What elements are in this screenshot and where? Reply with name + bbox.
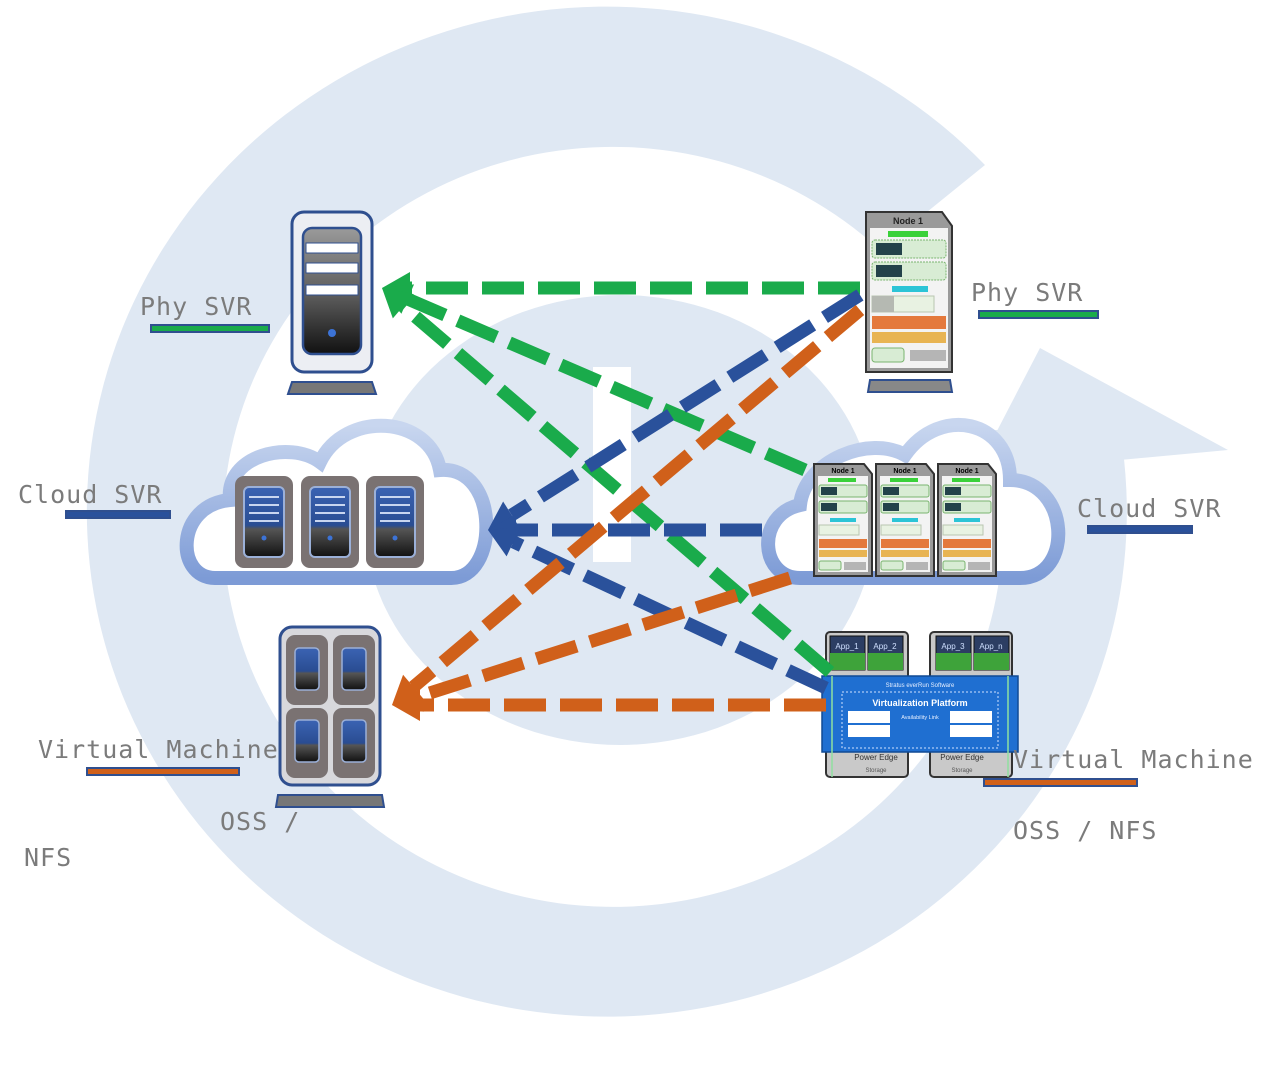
phy-legend-bar: [150, 324, 270, 333]
storage-label: Storage: [865, 768, 887, 774]
host-label: Power Edge: [854, 753, 898, 762]
cloud-legend-bar: [1087, 525, 1193, 534]
link-vm-right-phy-to-left-vm: [409, 305, 865, 692]
link-phy-right-cloud-to-left-phy: [405, 293, 808, 476]
right-phy-node-icon[interactable]: Node 1: [865, 211, 954, 393]
left-cloud-label: Cloud SVR: [18, 480, 163, 509]
left-vm-host-icon[interactable]: [274, 625, 386, 808]
cloud-legend-bar: [65, 510, 171, 519]
host-label: Power Edge: [940, 753, 984, 762]
link-cloud-right-phy-to-left-cloud: [508, 289, 864, 521]
right-storage-label: OSS / NFS: [1013, 816, 1158, 845]
node-title: Node 1: [831, 468, 854, 475]
node-title: Node 1: [955, 468, 978, 475]
vm-legend-bar: [983, 778, 1138, 787]
left-phy-server-icon[interactable]: [286, 210, 378, 395]
storage-label: Storage: [951, 768, 973, 774]
right-phy-label: Phy SVR: [971, 278, 1084, 307]
arrowhead-icon: [392, 689, 420, 721]
app-label: App_1: [835, 642, 859, 651]
link-phy-right-vm-to-left-phy: [399, 301, 835, 677]
cloud-server-3: [366, 476, 424, 568]
cloud-node-card: Node 1: [813, 463, 873, 577]
software-label: Stratus everRun Software: [886, 683, 955, 689]
node-title: Node 1: [893, 468, 916, 475]
cloud-node-card: Node 1: [937, 463, 997, 577]
left-cloud-server-icon[interactable]: [179, 418, 494, 586]
arrowhead-icon: [488, 527, 521, 557]
replication-links: [382, 272, 865, 721]
left-storage-label-2: NFS: [24, 843, 73, 872]
right-cloud-node-icon[interactable]: Node 1 Node 1 Node 1: [761, 417, 1066, 585]
left-storage-label-1: OSS /: [220, 807, 301, 836]
link-vm-right-cloud-to-left-vm: [416, 571, 792, 703]
platform-label: Virtualization Platform: [872, 698, 967, 708]
availability-link-label: Availability Link: [901, 715, 939, 721]
left-phy-label: Phy SVR: [140, 292, 253, 321]
phy-legend-bar: [978, 310, 1099, 319]
right-vm-platform-icon[interactable]: App_1 App_2 App_3 App_n Stratus everRun …: [821, 631, 1019, 778]
app-label: App_2: [873, 642, 897, 651]
node-title: Node 1: [893, 216, 923, 226]
cloud-node-card: Node 1: [875, 463, 935, 577]
vm-legend-bar: [86, 767, 240, 776]
left-vm-label: Virtual Machine: [38, 735, 279, 764]
right-vm-label: Virtual Machine: [1013, 745, 1254, 774]
app-label: App_3: [941, 642, 965, 651]
cloud-server-1: [235, 476, 293, 568]
arrowhead-icon: [382, 288, 414, 319]
app-label: App_n: [979, 642, 1002, 651]
right-cloud-label: Cloud SVR: [1077, 494, 1222, 523]
cloud-server-2: [301, 476, 359, 568]
